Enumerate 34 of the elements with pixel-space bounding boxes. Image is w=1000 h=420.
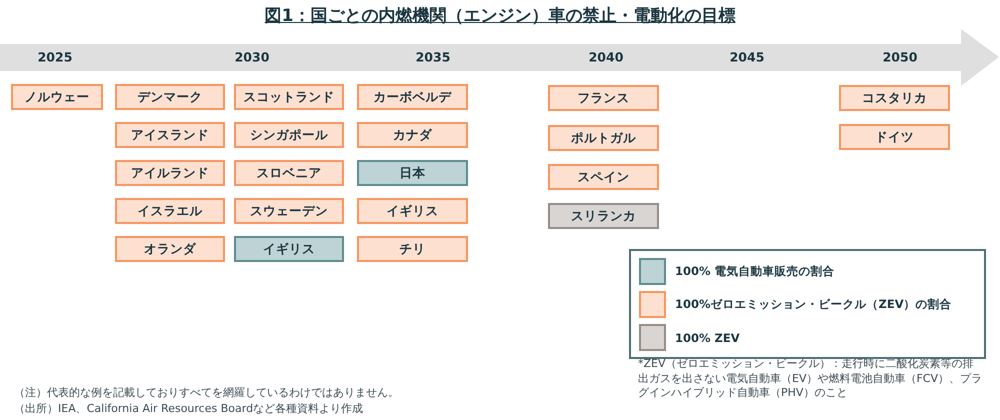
country-box: ポルトガル <box>548 125 659 151</box>
chart-title: 図1：国ごとの内燃機関（エンジン）車の禁止・電動化の目標 <box>264 5 736 27</box>
country-box: スウェーデン <box>234 198 344 224</box>
legend-label: 100%ゼロエミッション・ビークル（ZEV）の割合 <box>675 297 952 312</box>
country-box: イスラエル <box>115 198 225 224</box>
country-box: オランダ <box>115 236 225 262</box>
note-text: （注）代表的な例を記載しておりすべてを網羅しているわけではありません。 <box>14 386 399 400</box>
country-box: チリ <box>357 236 468 262</box>
country-box: スペイン <box>548 164 659 190</box>
year-label: 2045 <box>730 50 764 64</box>
note-text: （出所）IEA、California Air Resources Boardなど各種資料より作成 <box>14 402 364 416</box>
legend-label: 100% ZEV <box>675 330 740 344</box>
country-box: カーボベルデ <box>357 84 468 110</box>
country-box: スロベニア <box>234 160 344 186</box>
year-label: 2040 <box>588 50 624 64</box>
legend-label: 100% 電気自動車販売の割合 <box>675 264 835 279</box>
country-box: フランス <box>548 85 659 111</box>
country-box: シンガポール <box>234 122 344 148</box>
country-box: 日本 <box>357 160 468 186</box>
country-box: ドイツ <box>839 124 950 150</box>
country-box: コスタリカ <box>839 85 950 111</box>
country-box: アイスランド <box>115 122 225 148</box>
country-box: イギリス <box>357 198 468 224</box>
country-box: スリランカ <box>548 203 659 229</box>
year-label: 2035 <box>416 50 450 64</box>
country-box: カナダ <box>357 122 468 148</box>
country-box: イギリス <box>234 236 344 262</box>
country-box: ノルウェー <box>11 84 103 110</box>
year-label: 2025 <box>38 50 72 64</box>
country-box: デンマーク <box>115 84 225 110</box>
year-label: 2030 <box>234 50 270 64</box>
country-box: スコットランド <box>234 84 344 110</box>
country-box: アイルランド <box>115 160 225 186</box>
year-label: 2050 <box>882 50 918 64</box>
